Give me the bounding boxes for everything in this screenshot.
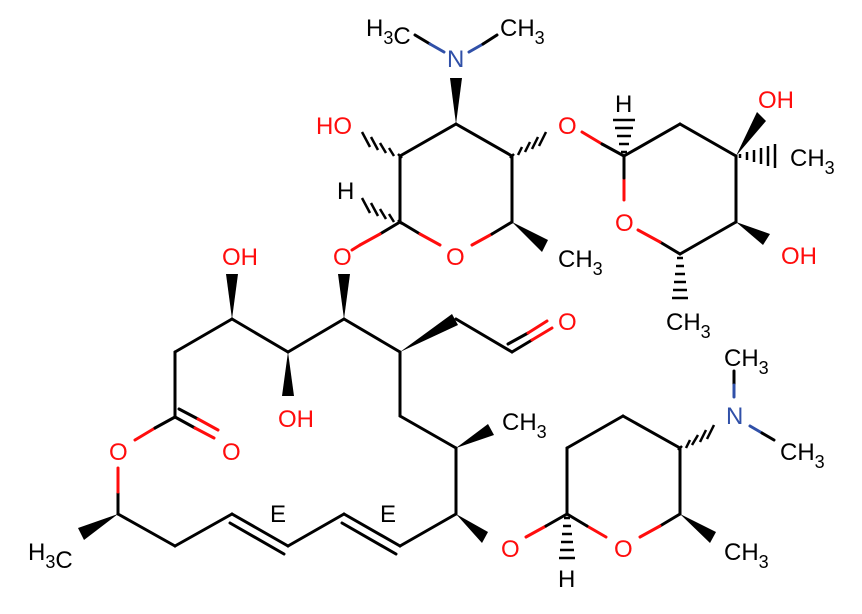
- nitrogen-label: N: [726, 403, 743, 430]
- sugar-2-ring: [622, 122, 738, 256]
- hydroxyl-label: HO: [316, 113, 352, 140]
- hydrogen-label: H: [615, 91, 632, 118]
- hash-bond: [672, 256, 688, 300]
- wedge-bond: [512, 222, 548, 252]
- glycosidic-oxygen-label: O: [501, 536, 520, 563]
- hash-bond: [613, 118, 635, 154]
- stereo-e-label: E: [270, 501, 286, 528]
- hydroxyl-label: OH: [278, 406, 314, 433]
- hydroxyl-label: OH: [781, 243, 817, 270]
- methyl-label: CH3: [666, 309, 711, 342]
- wedge-bond: [736, 222, 770, 245]
- wedge-bond: [338, 274, 350, 319]
- hash-bond: [738, 144, 777, 168]
- sugar-1-ring: [398, 122, 514, 247]
- wedge-bond: [736, 112, 766, 156]
- stereo-e-label: E: [380, 501, 396, 528]
- hash-bond: [360, 131, 403, 159]
- hydroxyl-label: OH: [222, 244, 258, 271]
- carbonyl-oxygen-label: O: [222, 439, 241, 466]
- wedge-bond: [400, 314, 458, 352]
- methyl-label: CH3: [724, 539, 769, 572]
- hydrogen-label: H: [337, 178, 354, 205]
- aldehyde-oxygen-label: O: [558, 309, 577, 336]
- wedge-bond: [282, 352, 294, 396]
- methyl-label: CH3: [724, 345, 769, 378]
- glycosidic-oxygen-label: O: [333, 244, 352, 271]
- hydroxyl-label: OH: [758, 87, 794, 114]
- ring-oxygen-label: O: [614, 536, 633, 563]
- methyl-label: CH3: [558, 246, 603, 279]
- wedge-bond: [78, 514, 118, 540]
- wedge-bond: [680, 514, 716, 543]
- methyl-label: CH3: [780, 439, 825, 472]
- glycosidic-oxygen-label: O: [558, 113, 577, 140]
- hydrogen-label: H: [558, 566, 575, 593]
- macrolactone-ring: [116, 317, 458, 556]
- ester-oxygen-label: O: [109, 439, 128, 466]
- methyl-label: CH3: [502, 409, 547, 442]
- hash-bond: [559, 516, 575, 560]
- methyl-label: H3C: [366, 15, 411, 50]
- methyl-label: H3C: [28, 539, 73, 574]
- methyl-label: CH3: [790, 145, 835, 178]
- wedge-bond: [450, 78, 462, 124]
- hash-bond: [360, 197, 403, 225]
- sugar-3-ring: [524, 414, 682, 539]
- ring-oxygen-label: O: [446, 244, 465, 271]
- methyl-label: CH3: [500, 15, 545, 48]
- wedge-bond: [226, 274, 238, 319]
- wedge-bond: [456, 424, 494, 448]
- hash-bond: [509, 131, 548, 159]
- nitrogen-label: N: [447, 46, 464, 73]
- wedge-bond: [456, 514, 488, 543]
- hash-bond: [677, 424, 716, 451]
- ring-oxygen-label: O: [615, 210, 634, 237]
